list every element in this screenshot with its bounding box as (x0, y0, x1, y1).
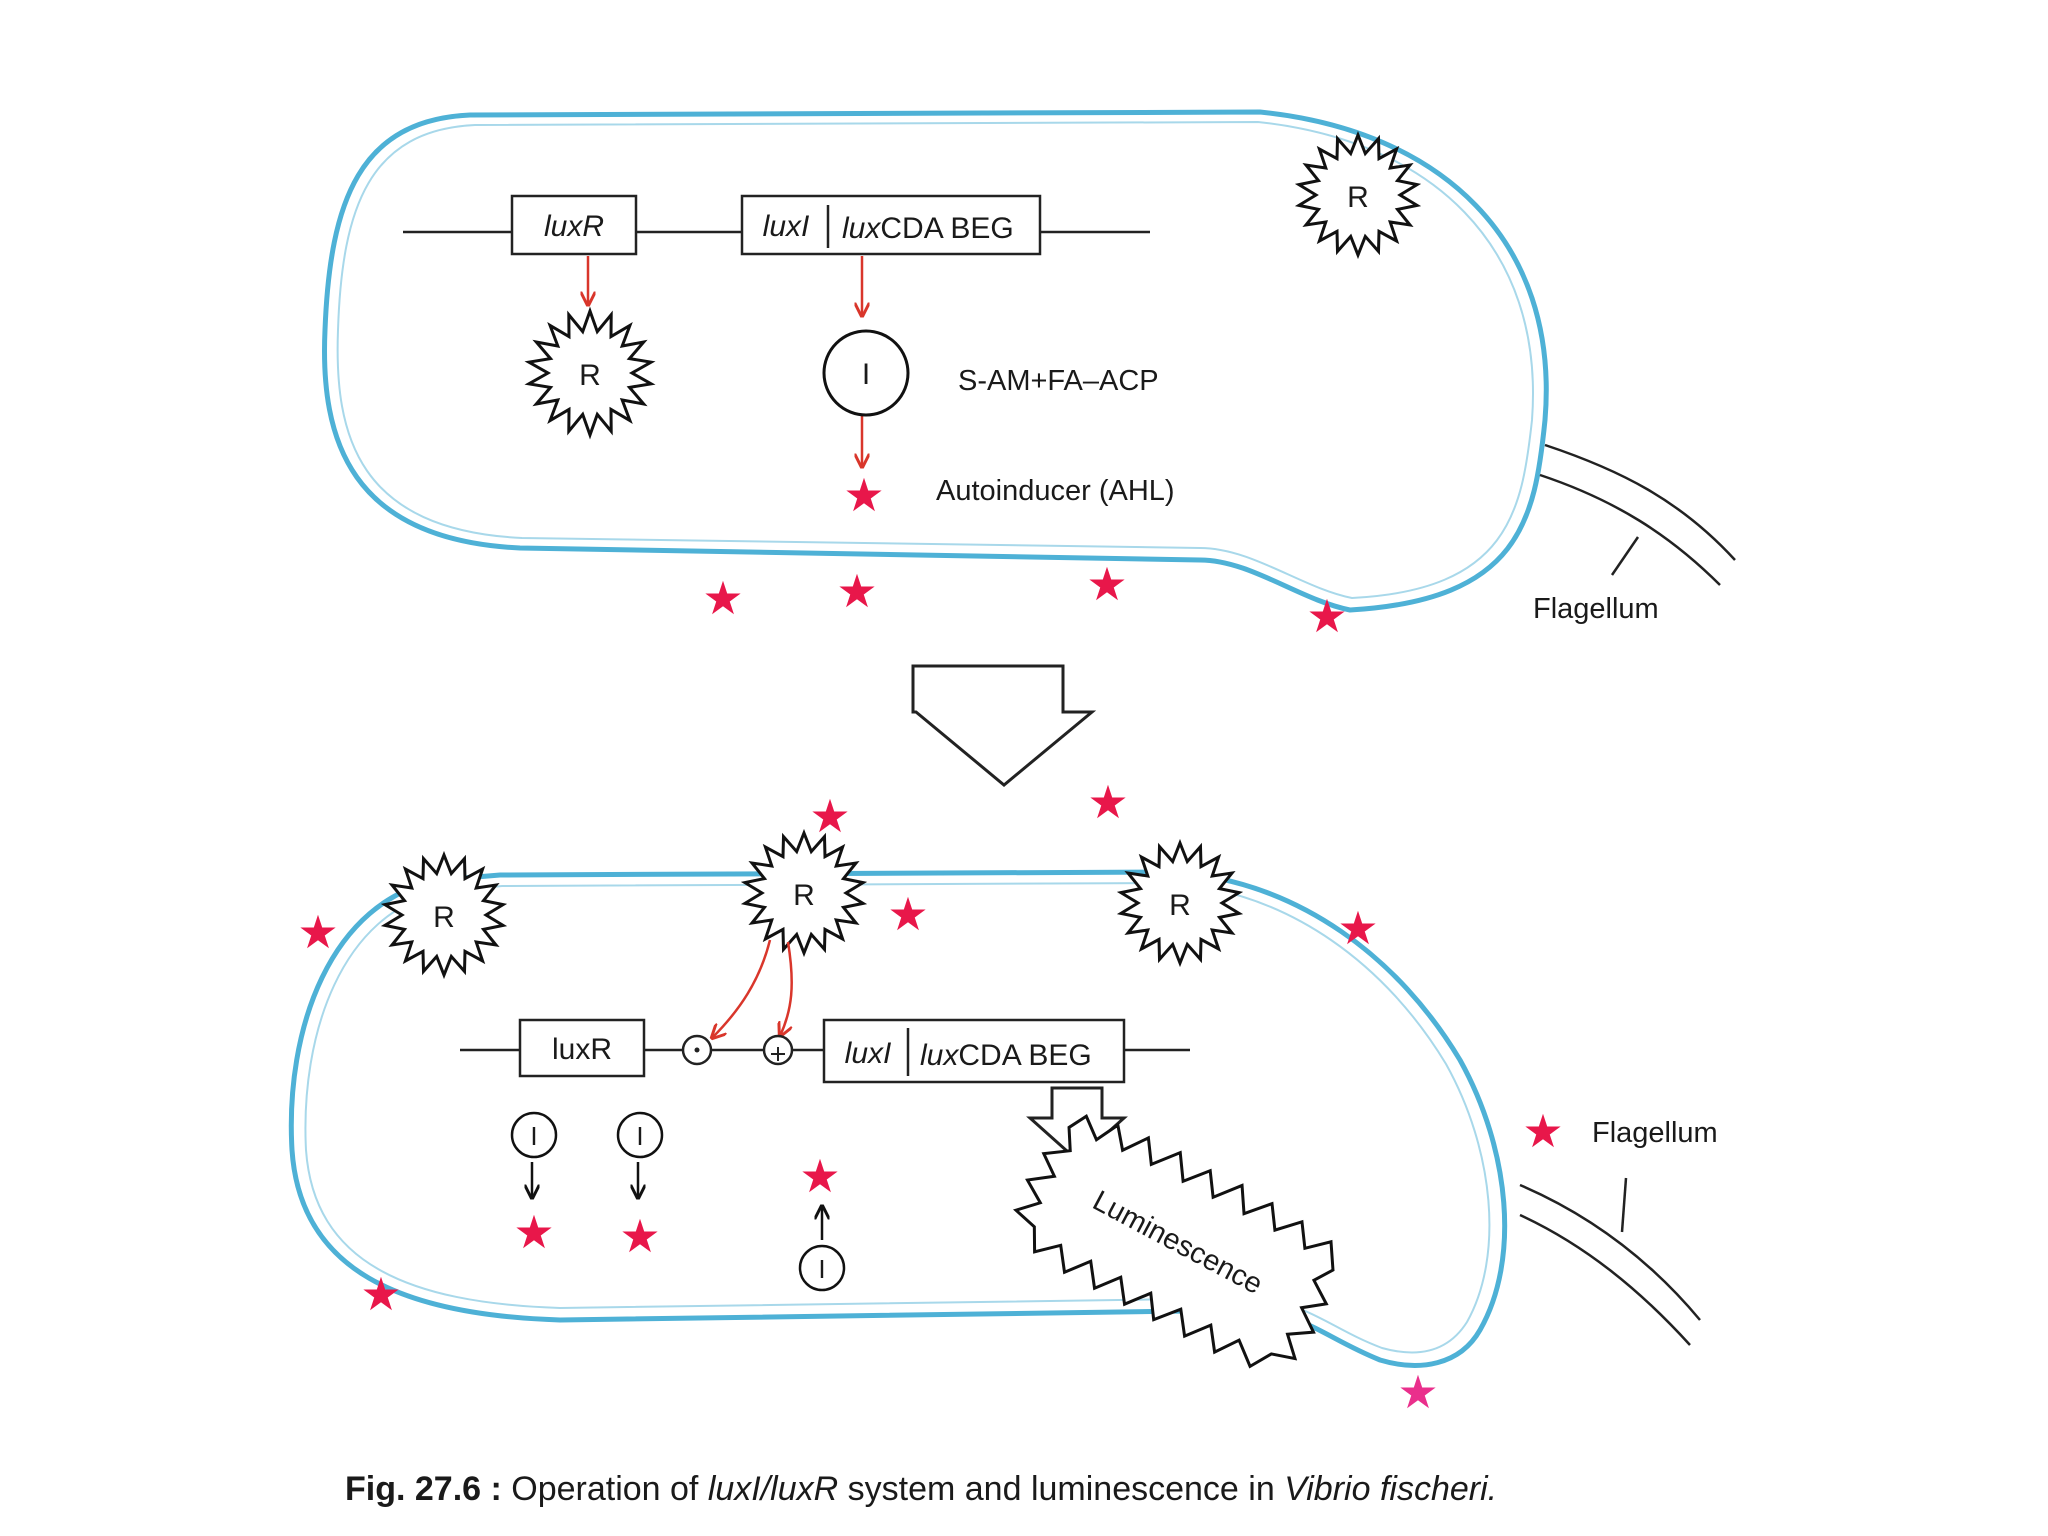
bottom-luxcda-operon-label: luxCDA BEG (920, 1039, 1092, 1072)
top-flagellum-label: Flagellum (1533, 593, 1659, 625)
bottom-cell: R R R luxR luxI luxCDA BEG I (288, 828, 1508, 1369)
bottom-cell-membrane (288, 869, 1508, 1368)
bottom-luxr-gene-label: luxR (552, 1033, 612, 1066)
top-luxr-gene-box (510, 194, 638, 256)
svg-text:★: ★ (702, 571, 743, 625)
transition-arrow (911, 664, 1097, 787)
top-luxi-operon-box (740, 194, 1042, 256)
luxr-membrane-starburst: R (380, 850, 508, 980)
svg-text:I: I (530, 1121, 537, 1151)
bottom-cell-inner-membrane (304, 881, 1491, 1354)
r-protein-label: R (1347, 181, 1369, 214)
luxr-ahl-complex-starburst: R (740, 828, 868, 958)
top-flagellum: Flagellum (1533, 443, 1736, 625)
luxr-membrane-starburst: R (1294, 130, 1422, 260)
luxr-protein-starburst: R (524, 306, 656, 440)
luxi-enzyme-circle (822, 329, 910, 417)
top-cell-membrane (322, 109, 1549, 613)
luxi-synthesis-pathways: I ★ I ★ ★ I (510, 1111, 846, 1292)
svg-text:★: ★ (1086, 557, 1127, 611)
bottom-luxi-gene-label: luxI (845, 1037, 892, 1070)
svg-text:★: ★ (1337, 901, 1378, 955)
svg-text:★: ★ (1087, 775, 1128, 829)
top-extracellular-autoinducers: ★ ★ ★ ★ (702, 557, 1347, 643)
bottom-flagellum-label: Flagellum (1592, 1117, 1718, 1149)
svg-text:★: ★ (360, 1267, 401, 1321)
top-luxr-gene-label: luxR (544, 210, 604, 243)
svg-text:★: ★ (513, 1205, 554, 1259)
substrate-label: S-AM+FA–ACP (958, 365, 1159, 397)
r-protein-label: R (793, 879, 815, 912)
bottom-extracellular-autoinducers: ★ ★ ★ ★ ★ ★ ★ ★ (297, 775, 1563, 1419)
autoinducer-label: Autoinducer (AHL) (936, 475, 1175, 507)
svg-text:★: ★ (1397, 1365, 1438, 1419)
svg-text:★: ★ (836, 564, 877, 618)
luminescence-burst: Luminescence (1012, 1114, 1335, 1369)
svg-text:★: ★ (1522, 1104, 1563, 1158)
svg-text:★: ★ (809, 789, 850, 843)
top-luxi-gene-label: luxI (763, 210, 810, 243)
svg-text:★: ★ (619, 1209, 660, 1263)
r-protein-label: R (433, 901, 455, 934)
svg-text:★: ★ (887, 887, 928, 941)
top-luxcda-operon-label: luxCDA BEG (842, 212, 1014, 245)
svg-text:★: ★ (1306, 589, 1347, 643)
autoinducer-star: ★ (843, 468, 884, 522)
svg-text:★: ★ (799, 1149, 840, 1203)
bottom-flagellum: Flagellum (1519, 1117, 1718, 1346)
bottom-luxr-gene-box (518, 1018, 646, 1078)
r-protein-label: R (1169, 889, 1191, 922)
svg-text:I: I (818, 1254, 825, 1284)
svg-text:★: ★ (297, 905, 338, 959)
top-cell: luxR luxI luxCDA BEG R R I S-AM+FA–ACP A… (322, 109, 1549, 613)
i-enzyme-label: I (862, 358, 870, 391)
top-cell-inner-membrane (336, 120, 1534, 600)
r-protein-label: R (579, 359, 601, 392)
luxr-membrane-starburst: R (1116, 838, 1244, 968)
figure-caption: Fig. 27.6 : Operation of luxI/luxR syste… (345, 1470, 1497, 1508)
bottom-luxi-operon-box (822, 1018, 1126, 1084)
svg-text:I: I (636, 1121, 643, 1151)
